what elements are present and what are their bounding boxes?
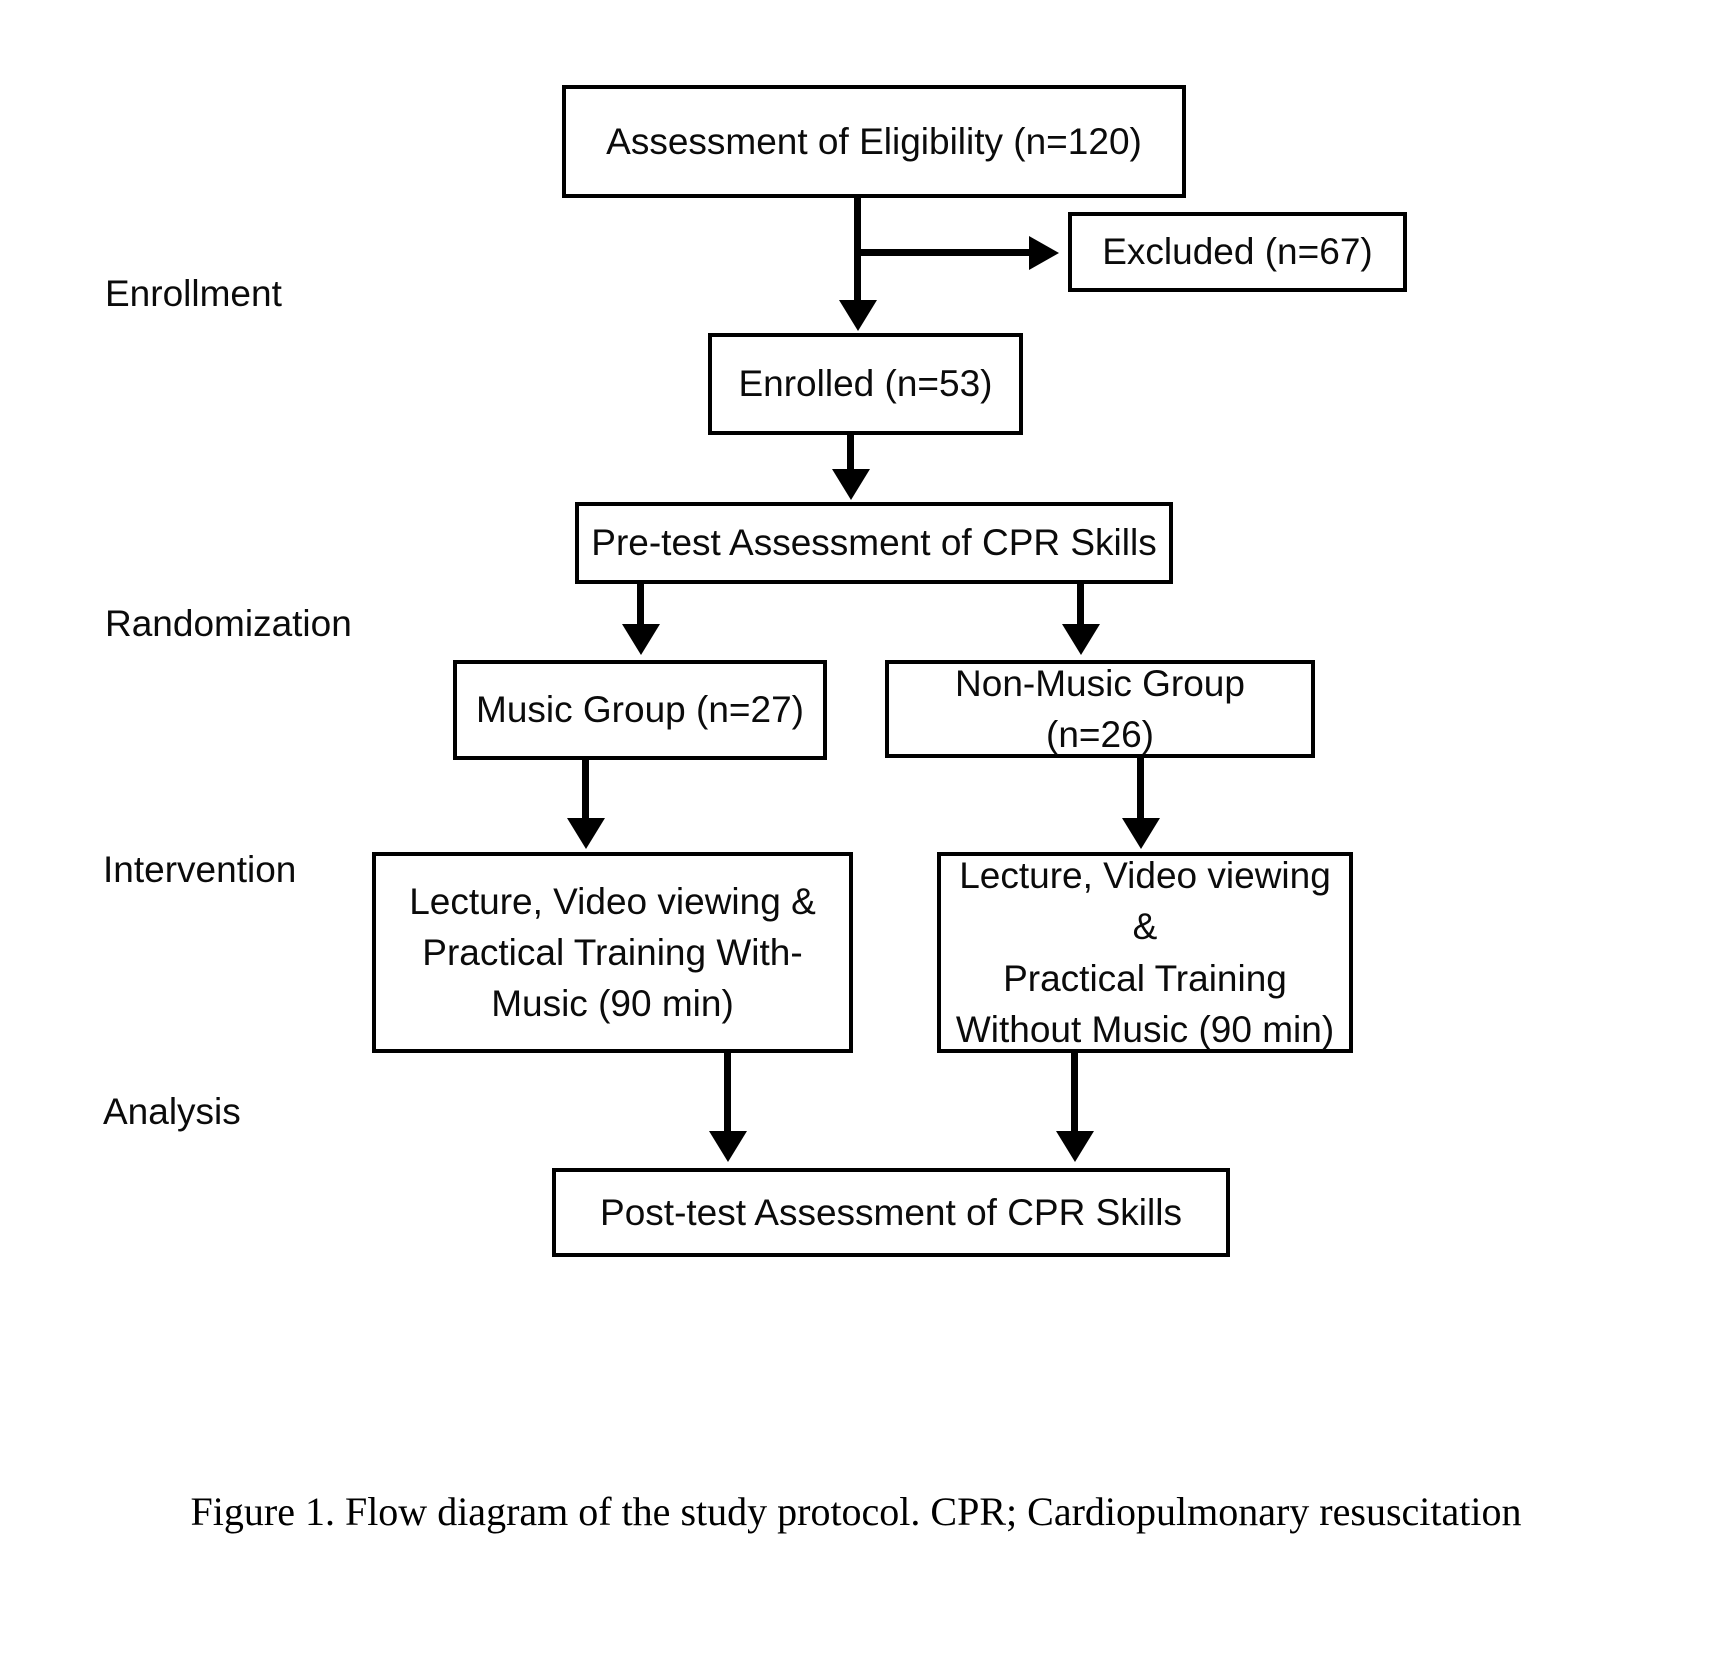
- enrolled-box: Enrolled (n=53): [708, 333, 1023, 435]
- arrowhead-down-icon: [1122, 818, 1160, 849]
- nonmusic-group-box: Non-Music Group (n=26): [885, 660, 1315, 758]
- excluded-box: Excluded (n=67): [1068, 212, 1407, 292]
- connector-music-group-to-intervention: [582, 760, 589, 820]
- arrowhead-right-icon: [1029, 236, 1059, 270]
- connector-nonmusic-group-to-intervention: [1137, 758, 1144, 820]
- stage-label-enrollment: Enrollment: [105, 273, 282, 314]
- arrowhead-down-icon: [1056, 1131, 1094, 1162]
- stage-label-analysis: Analysis: [103, 1091, 241, 1132]
- pretest-assessment-box: Pre-test Assessment of CPR Skills: [575, 502, 1173, 584]
- stage-label-intervention: Intervention: [103, 849, 297, 890]
- connector-music-intervention-to-posttest: [724, 1053, 731, 1133]
- music-intervention-box: Lecture, Video viewing & Practical Train…: [372, 852, 853, 1053]
- arrowhead-down-icon: [839, 300, 877, 331]
- connector-enrolled-to-pretest: [847, 435, 854, 471]
- connector-to-excluded: [857, 249, 1029, 256]
- arrowhead-down-icon: [1062, 624, 1100, 655]
- posttest-assessment-box: Post-test Assessment of CPR Skills: [552, 1168, 1230, 1257]
- connector-pretest-to-nonmusic-group: [1077, 584, 1084, 626]
- connector-pretest-to-music-group: [637, 584, 644, 626]
- arrowhead-down-icon: [832, 469, 870, 500]
- nonmusic-intervention-box: Lecture, Video viewing & Practical Train…: [937, 852, 1353, 1053]
- music-group-box: Music Group (n=27): [453, 660, 827, 760]
- figure-caption: Figure 1. Flow diagram of the study prot…: [190, 1489, 1522, 1534]
- connector-nonmusic-intervention-to-posttest: [1071, 1053, 1078, 1133]
- stage-label-randomization: Randomization: [105, 603, 352, 644]
- eligibility-box: Assessment of Eligibility (n=120): [562, 85, 1186, 198]
- arrowhead-down-icon: [709, 1131, 747, 1162]
- arrowhead-down-icon: [622, 624, 660, 655]
- arrowhead-down-icon: [567, 818, 605, 849]
